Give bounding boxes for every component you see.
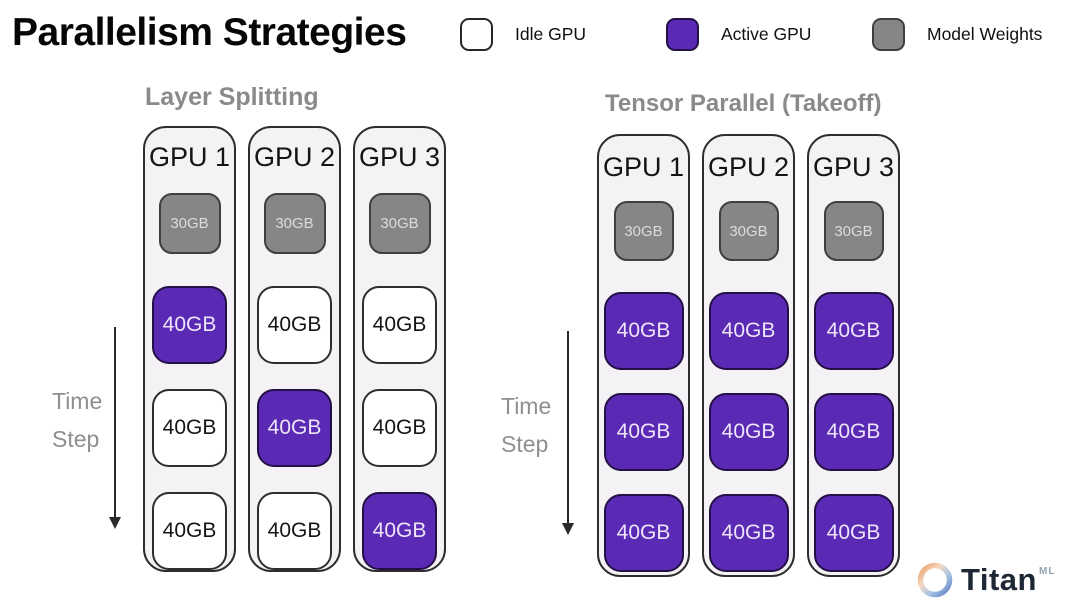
memory-cells: 40GB 40GB 40GB [603,292,684,572]
memory-cells: 40GB 40GB 40GB [152,286,227,570]
gpu-memory-cell: 40GB [813,494,894,572]
gpu-name: GPU 3 [358,142,441,172]
section-title-layer-splitting: Layer Splitting [145,83,319,111]
gpu-memory-cell: 40GB [362,286,437,364]
gpu-name: GPU 1 [602,152,685,182]
memory-cells: 40GB 40GB 40GB [362,286,437,570]
gpu-column: GPU 2 30GB 40GB 40GB 40GB [702,134,795,577]
gpu-memory-cell: 40GB [362,389,437,467]
titan-ring-icon [917,562,953,598]
gpu-memory-cell: 40GB [152,286,227,364]
gpu-memory-cell: 40GB [152,492,227,570]
gpu-memory-cell: 40GB [813,292,894,370]
gpu-memory-cell: 40GB [708,494,789,572]
gpu-name: GPU 2 [253,142,336,172]
memory-cells: 40GB 40GB 40GB [813,292,894,572]
layer-splitting-columns: GPU 1 30GB 40GB 40GB 40GB GPU 2 30GB 40G… [143,126,446,572]
gpu-column: GPU 3 30GB 40GB 40GB 40GB [353,126,446,572]
model-weights-box: 30GB [613,201,674,261]
gpu-memory-cell: 40GB [708,393,789,471]
legend-item-idle-gpu: Idle GPU [460,16,586,52]
gpu-memory-cell: 40GB [603,494,684,572]
legend-item-active-gpu: Active GPU [666,16,811,52]
gpu-memory-cell: 40GB [362,492,437,570]
gpu-memory-cell: 40GB [257,286,332,364]
model-weights-box: 30GB [263,193,326,254]
gpu-memory-cell: 40GB [257,492,332,570]
gpu-memory-cell: 40GB [603,393,684,471]
page-title: Parallelism Strategies [12,11,407,54]
gpu-column: GPU 3 30GB 40GB 40GB 40GB [807,134,900,577]
gpu-memory-cell: 40GB [603,292,684,370]
time-step-label: Time Step [501,393,552,457]
memory-cells: 40GB 40GB 40GB [708,292,789,572]
gpu-name: GPU 3 [812,152,895,182]
time-step-arrow-down-icon [109,327,121,529]
gpu-column: GPU 1 30GB 40GB 40GB 40GB [143,126,236,572]
gpu-memory-cell: 40GB [708,292,789,370]
memory-cells: 40GB 40GB 40GB [257,286,332,570]
legend-item-model-weights: Model Weights [872,16,1042,52]
model-weights-box: 30GB [368,193,431,254]
gpu-column: GPU 1 30GB 40GB 40GB 40GB [597,134,690,577]
gpu-memory-cell: 40GB [152,389,227,467]
idle-gpu-swatch-icon [460,17,493,51]
gpu-memory-cell: 40GB [813,393,894,471]
legend-label: Active GPU [721,23,812,44]
time-step-arrow-down-icon [562,331,574,535]
gpu-name: GPU 1 [148,142,231,172]
model-weights-swatch-icon [872,17,905,51]
active-gpu-swatch-icon [666,17,699,51]
gpu-column: GPU 2 30GB 40GB 40GB 40GB [248,126,341,572]
legend-label: Idle GPU [515,23,586,44]
model-weights-box: 30GB [823,201,884,261]
model-weights-box: 30GB [158,193,221,254]
section-title-tensor-parallel: Tensor Parallel (Takeoff) [605,90,882,117]
logo-superscript: ML [1039,566,1056,577]
titanml-logo: Titan ML [916,561,1055,599]
model-weights-box: 30GB [718,201,779,261]
time-step-label: Time Step [52,388,103,452]
legend-label: Model Weights [927,23,1043,44]
gpu-name: GPU 2 [707,152,790,182]
logo-brand-text: Titan [961,562,1037,597]
tensor-parallel-columns: GPU 1 30GB 40GB 40GB 40GB GPU 2 30GB 40G… [597,134,900,577]
gpu-memory-cell: 40GB [257,389,332,467]
